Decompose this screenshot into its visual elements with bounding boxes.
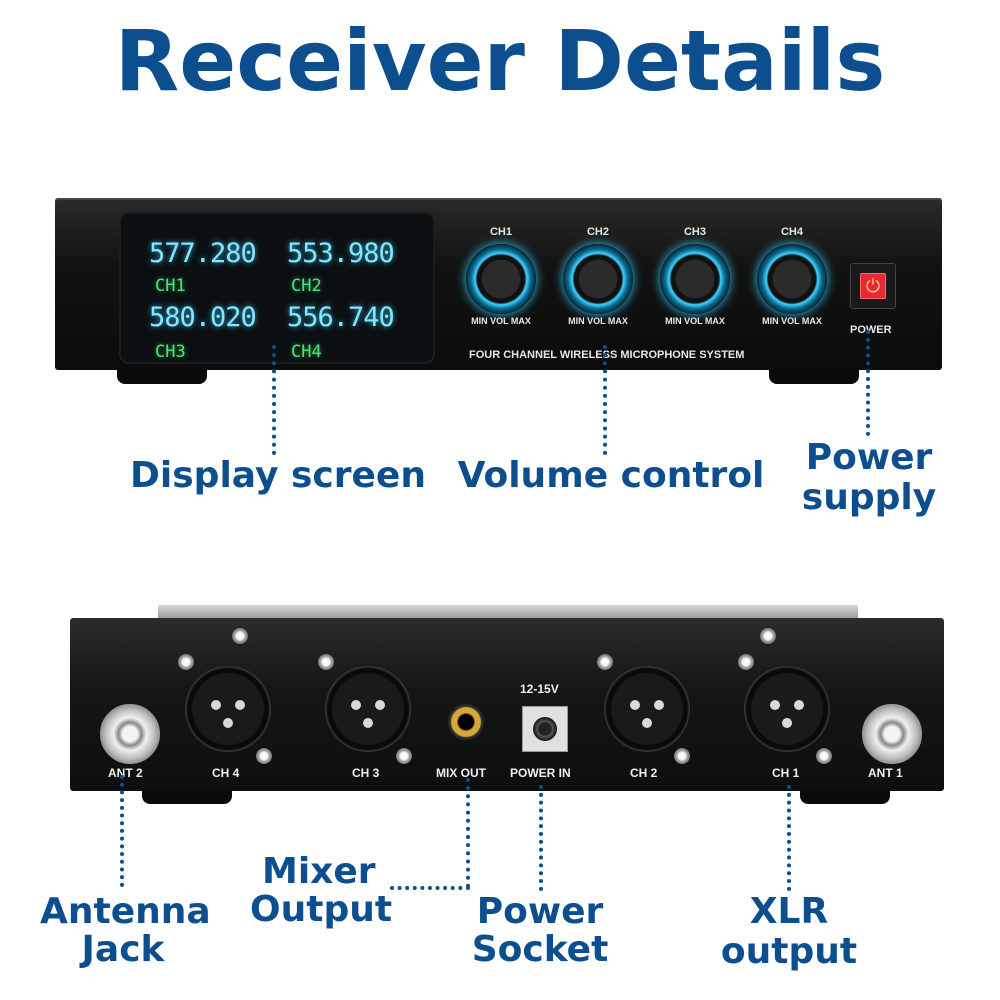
freq-readout-4: 556.740: [287, 302, 395, 333]
screw-icon: [178, 654, 194, 670]
power-in-label: POWER IN: [510, 766, 571, 780]
callout-volume-control: Volume control: [457, 455, 765, 496]
knob-label: CH1: [489, 226, 512, 238]
volume-knob-ch4[interactable]: CH4 MIN VOL MAX: [749, 226, 835, 326]
rear-right-foot: [800, 790, 890, 804]
channel-label-1: CH1: [155, 276, 186, 296]
xlr-pin: [654, 700, 664, 710]
antenna-callout-line: [120, 775, 124, 887]
knob-scale-label: MIN VOL MAX: [665, 316, 725, 326]
ch4-output-label: CH 4: [212, 766, 240, 780]
xlr-pin: [782, 718, 792, 728]
screw-icon: [256, 748, 272, 764]
ch3-output-label: CH 3: [352, 766, 380, 780]
freq-readout-3: 580.020: [149, 302, 257, 333]
xlr-callout-line: [787, 785, 791, 891]
xlr-pin: [235, 700, 245, 710]
knob-scale-label: MIN VOL MAX: [762, 316, 822, 326]
mix-out-label: MIX OUT: [436, 766, 486, 780]
callout-power-socket-line1: Power: [476, 891, 604, 932]
knob-label: CH4: [780, 226, 803, 238]
page-title: Receiver Details: [114, 12, 886, 110]
xlr-pin: [223, 718, 233, 728]
xlr-ch4-connector[interactable]: [185, 666, 271, 752]
dc-power-socket[interactable]: [522, 706, 568, 752]
callout-power-supply-line1: Power: [805, 437, 933, 478]
rear-left-foot: [142, 790, 232, 804]
power-icon: ⏻: [860, 273, 886, 299]
volume-knob-ch1[interactable]: CH1 MIN VOL MAX: [458, 226, 544, 326]
channel-label-2: CH2: [291, 276, 322, 296]
knob-dial-icon[interactable]: [660, 244, 730, 314]
screw-icon: [816, 748, 832, 764]
antenna-connector-icon[interactable]: [862, 704, 922, 764]
xlr-pin: [351, 700, 361, 710]
callout-mixer-output-line1: Mixer: [262, 851, 376, 892]
xlr-pin: [770, 700, 780, 710]
xlr-ch1-connector[interactable]: [744, 666, 830, 752]
callout-power-supply-line2: supply: [801, 477, 937, 518]
ch2-output-label: CH 2: [630, 766, 658, 780]
volume-knob-ch2[interactable]: CH2 MIN VOL MAX: [555, 226, 641, 326]
knob-scale-label: MIN VOL MAX: [471, 316, 531, 326]
screw-icon: [232, 628, 248, 644]
xlr-ch2-connector[interactable]: [604, 666, 690, 752]
xlr-pin: [642, 718, 652, 728]
receiver-top-edge: [158, 605, 858, 619]
xlr-pin: [794, 700, 804, 710]
callout-display-screen: Display screen: [130, 455, 426, 496]
screw-icon: [674, 748, 690, 764]
callout-mixer-output-line2: Output: [250, 889, 393, 930]
voltage-label: 12-15V: [520, 682, 559, 696]
receiver-front-panel: 577.280 553.980 CH1 CH2 580.020 556.740 …: [55, 198, 942, 384]
volume-callout-line: [603, 345, 607, 455]
screw-icon: [738, 654, 754, 670]
knob-dial-icon[interactable]: [757, 244, 827, 314]
knob-label: CH3: [683, 226, 706, 238]
screw-icon: [396, 748, 412, 764]
screw-icon: [318, 654, 334, 670]
antenna-connector-icon[interactable]: [100, 704, 160, 764]
display-callout-line: [272, 345, 276, 455]
freq-readout-1: 577.280: [149, 238, 257, 269]
knob-label: CH2: [586, 226, 609, 238]
callout-antenna-jack-line2: Jack: [81, 929, 165, 970]
power-button[interactable]: ⏻: [850, 263, 896, 309]
mixer-callout-line: [466, 778, 470, 888]
dc-socket-icon: [533, 717, 557, 741]
knob-dial-icon[interactable]: [563, 244, 633, 314]
mix-out-jack[interactable]: [448, 704, 484, 740]
xlr-pin: [630, 700, 640, 710]
front-right-foot: [769, 370, 859, 384]
freq-readout-2: 553.980: [287, 238, 395, 269]
xlr-pin: [363, 718, 373, 728]
screw-icon: [597, 654, 613, 670]
xlr-pin: [375, 700, 385, 710]
screw-icon: [760, 628, 776, 644]
xlr-ch3-connector[interactable]: [325, 666, 411, 752]
front-left-foot: [117, 370, 207, 384]
callout-power-socket-line2: Socket: [471, 929, 609, 970]
callout-xlr-output: XLR output: [720, 891, 858, 972]
ant2-label: ANT 2: [108, 766, 143, 780]
knob-dial-icon[interactable]: [466, 244, 536, 314]
channel-label-3: CH3: [155, 342, 186, 362]
knob-scale-label: MIN VOL MAX: [568, 316, 628, 326]
callout-antenna-jack-line1: Antenna: [40, 891, 211, 932]
power-label: POWER: [850, 324, 892, 336]
channel-label-4: CH4: [291, 342, 322, 362]
power-socket-callout-line: [539, 785, 543, 891]
power-callout-line: [866, 330, 870, 436]
xlr-pin: [211, 700, 221, 710]
display-screen: 577.280 553.980 CH1 CH2 580.020 556.740 …: [121, 214, 433, 362]
mixer-callout-line-horizontal: [390, 886, 470, 890]
ch1-output-label: CH 1: [772, 766, 800, 780]
receiver-rear-panel: ANT 2 CH 4 CH 3 MIX OUT 12-15V POWER IN …: [70, 618, 944, 804]
ant1-label: ANT 1: [868, 766, 903, 780]
volume-knob-ch3[interactable]: CH3 MIN VOL MAX: [652, 226, 738, 326]
